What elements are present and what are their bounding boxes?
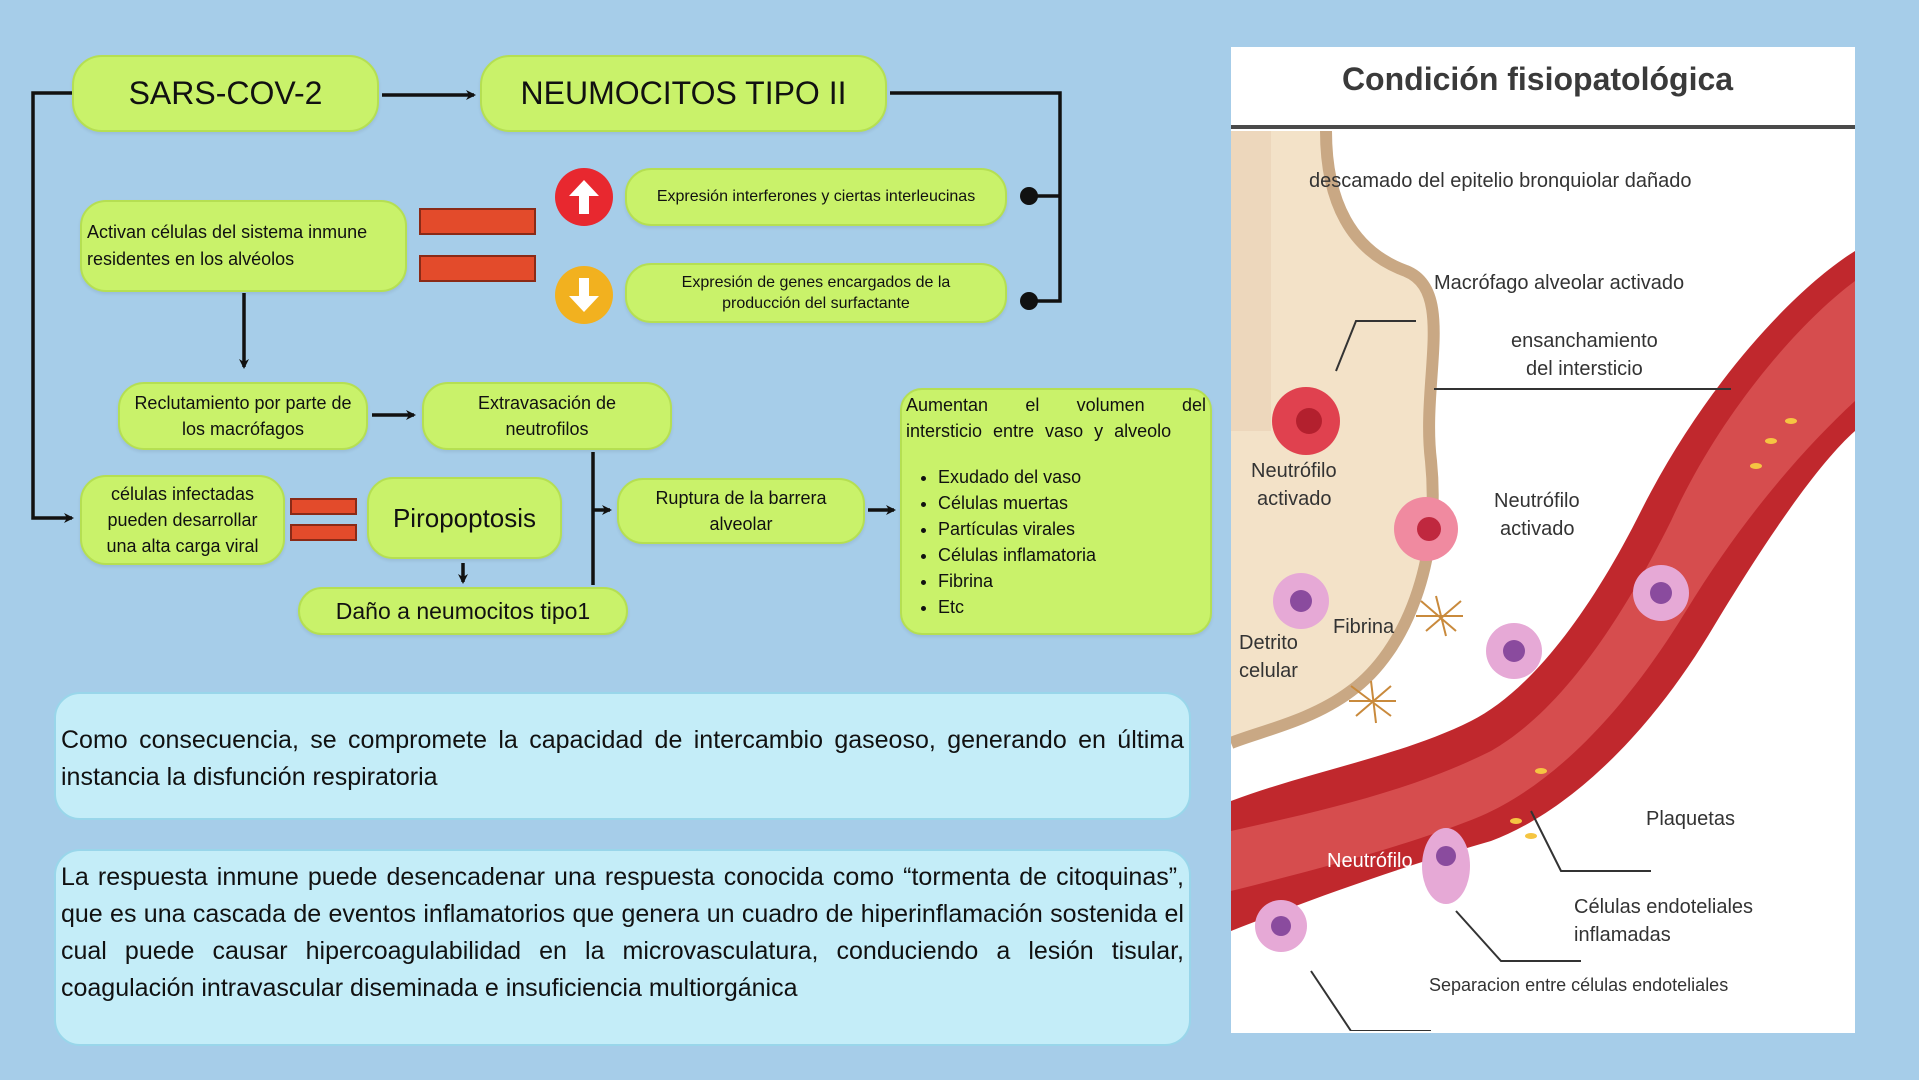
list-item: Etc (938, 594, 1206, 620)
label-descamado: descamado del epitelio bronquiolar dañad… (1309, 170, 1692, 192)
node-sars-cov-2: SARS-COV-2 (72, 55, 379, 132)
list-item: Fibrina (938, 568, 1206, 594)
pathophysiology-illustration (1231, 131, 1855, 1031)
label-neutrofilo-activado-1b: activado (1257, 488, 1332, 510)
list-item: Células inflamatoria (938, 542, 1206, 568)
node-interferones-label: Expresión interferones y ciertas interle… (656, 188, 976, 205)
label-detrito-a: Detrito (1239, 632, 1298, 654)
node-piropoptosis: Piropoptosis (367, 477, 562, 559)
node-genes: Expresión de genes encargados de la prod… (625, 263, 1007, 323)
node-extravasacion: Extravasación de neutrofilos (422, 382, 672, 450)
text-respuesta: La respuesta inmune puede desencadenar u… (61, 863, 1184, 1002)
illustration-title: Condición fisiopatológica (1341, 61, 1734, 97)
node-activan-label: Activan células del sistema inmune resid… (87, 222, 368, 269)
node-ruptura-label: Ruptura de la barrera alveolar (655, 488, 827, 534)
label-macrofago: Macrófago alveolar activado (1434, 272, 1685, 294)
node-ruptura: Ruptura de la barrera alveolar (617, 478, 865, 544)
node-reclutamiento-label: Reclutamiento por parte de los macrófago… (134, 393, 352, 439)
equals-bar-bottom (419, 255, 536, 282)
list-item: Partículas virales (938, 516, 1206, 542)
label-endoteliales-b: inflamadas (1574, 924, 1671, 946)
equals-bar-top (419, 208, 536, 235)
node-aumentan: Aumentan el volumen del intersticio entr… (900, 388, 1212, 635)
fibrin-strands (1349, 595, 1463, 724)
node-genes-label: Expresión de genes encargados de la prod… (681, 274, 951, 312)
node-interferones: Expresión interferones y ciertas interle… (625, 168, 1007, 226)
list-item: Células muertas (938, 490, 1206, 516)
list-item: Exudado del vaso (938, 464, 1206, 490)
node-neumocitos: NEUMOCITOS TIPO II (480, 55, 887, 132)
arrow-up-icon (555, 168, 613, 226)
bullet-dot-interferones (1020, 187, 1038, 205)
label-separacion: Separacion entre células endoteliales (1429, 975, 1729, 995)
node-activan: Activan células del sistema inmune resid… (80, 200, 407, 292)
node-sars-label: SARS-COV-2 (128, 75, 323, 111)
text-box-respuesta: La respuesta inmune puede desencadenar u… (54, 849, 1191, 1046)
platelets (1510, 418, 1797, 839)
node-aumentan-title: Aumentan el volumen del intersticio entr… (906, 395, 1206, 441)
arrow-sars-infectadas (31, 91, 74, 523)
node-neumocitos-label: NEUMOCITOS TIPO II (520, 75, 847, 111)
label-plaquetas: Plaquetas (1646, 808, 1735, 830)
node-reclutamiento: Reclutamiento por parte de los macrófago… (118, 382, 368, 450)
node-infectadas: células infectadas pueden desarrollar un… (80, 475, 285, 565)
arrow-down-icon (555, 266, 613, 324)
label-neutrofilo-activado-2a: Neutrófilo (1494, 490, 1580, 512)
equals-bar-bottom-2 (290, 524, 357, 541)
label-ensanchamiento-1: ensanchamiento (1511, 330, 1658, 352)
blood-vessel (1231, 251, 1855, 931)
node-extravasacion-label: Extravasación de neutrofilos (477, 393, 617, 439)
label-detrito-b: celular (1239, 660, 1298, 682)
label-endoteliales-a: Células endoteliales (1574, 896, 1754, 918)
node-dano-label: Daño a neumocitos tipo1 (335, 597, 591, 624)
alveolar-wall (1231, 131, 1440, 749)
label-ensanchamiento-2: del intersticio (1526, 358, 1643, 380)
bullet-dot-genes (1020, 292, 1038, 310)
node-aumentan-list: Exudado del vaso Células muertas Partícu… (906, 464, 1206, 620)
label-fibrina: Fibrina (1333, 616, 1395, 638)
illustration-card: Condición fisiopatológica (1231, 47, 1855, 1033)
equals-bar-top-2 (290, 498, 357, 515)
text-consecuencia: Como consecuencia, se compromete la capa… (61, 726, 1184, 791)
label-neutrofilo: Neutrófilo (1327, 850, 1413, 872)
label-neutrofilo-activado-2b: activado (1500, 518, 1575, 540)
node-infectadas-label: células infectadas pueden desarrollar un… (106, 484, 259, 556)
illustration-title-rule (1231, 125, 1855, 129)
text-box-consecuencia: Como consecuencia, se compromete la capa… (54, 692, 1191, 820)
node-piropoptosis-label: Piropoptosis (392, 502, 537, 533)
label-neutrofilo-activado-1a: Neutrófilo (1251, 460, 1337, 482)
node-dano: Daño a neumocitos tipo1 (298, 587, 628, 635)
